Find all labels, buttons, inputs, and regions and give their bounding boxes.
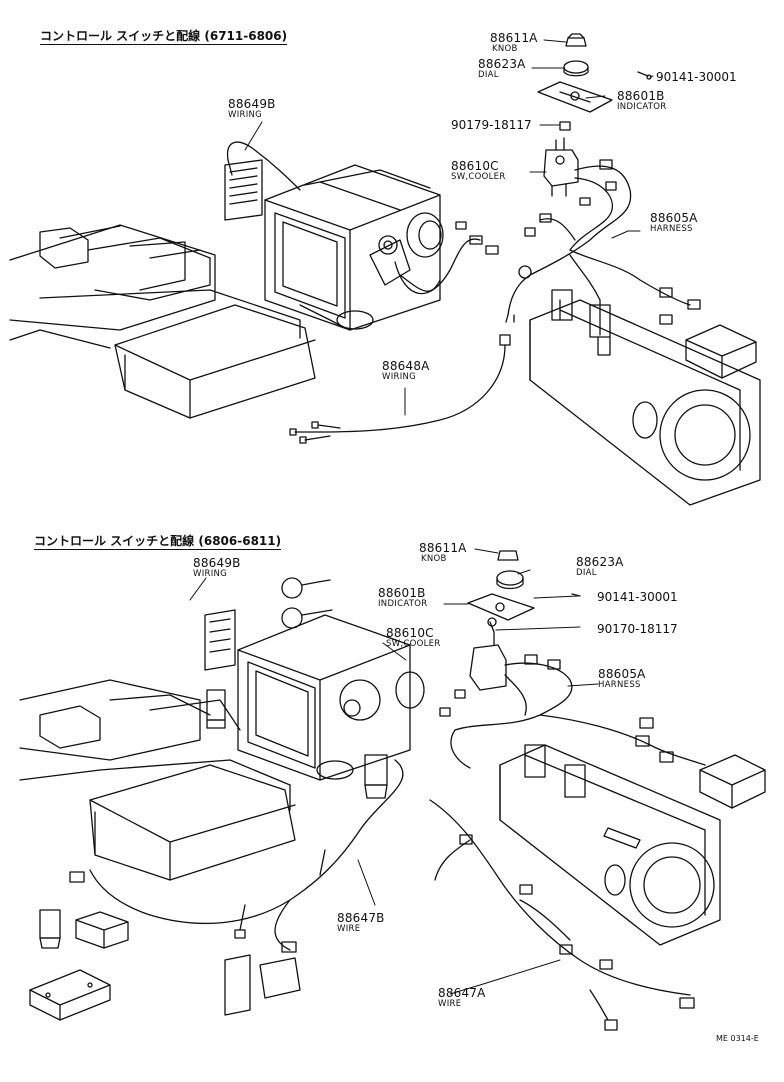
callout-clip-2: 90170-18117	[597, 622, 678, 636]
figure-code: ME 0314-E	[716, 1034, 759, 1043]
section-1-illustration	[9, 33, 761, 506]
part-number: 88610C	[386, 626, 434, 640]
small-relay-left-2	[206, 689, 226, 729]
part-desc: WIRE	[337, 924, 361, 934]
harness-2	[439, 654, 706, 769]
wiring-88649b-line	[226, 141, 301, 191]
part-desc: SW,COOLER	[451, 172, 506, 182]
part-number: 88648A	[382, 359, 430, 373]
part-number: 88601B	[617, 89, 665, 103]
screw-90141	[637, 71, 652, 80]
callout-indicator-2: 88601B INDICATOR	[378, 587, 428, 609]
indicator-88601b	[537, 81, 613, 113]
indicator-2	[467, 593, 535, 621]
part-desc: WIRING	[382, 372, 417, 382]
harness-88605a	[505, 159, 701, 325]
knob-2	[497, 550, 519, 561]
part-number: 88601B	[378, 586, 426, 600]
dial-2	[496, 570, 524, 590]
callout-indicator-1: 88601B INDICATOR	[617, 90, 667, 112]
part-number: 88623A	[478, 57, 526, 71]
part-number: 88611A	[490, 31, 538, 45]
callout-switch-2: 88610C SW,COOLER	[386, 627, 441, 649]
cooler-unit-1	[224, 159, 444, 331]
part-number: 88605A	[598, 667, 646, 681]
part-desc: WIRING	[228, 110, 263, 120]
dashboard-body-2	[19, 679, 296, 881]
part-number: 88647B	[337, 911, 385, 925]
part-number: 88611A	[419, 541, 467, 555]
switch-2	[469, 617, 507, 691]
callout-screw-1: 90141-30001	[656, 70, 737, 84]
cooler-unit-2	[204, 609, 425, 781]
callout-harness-2: 88605A HARNESS	[598, 668, 646, 690]
callout-harness-1: 88605A HARNESS	[650, 212, 698, 234]
part-number: 88610C	[451, 159, 499, 173]
wire-88647b-line	[89, 759, 404, 925]
relay-lower-left-2	[75, 911, 129, 949]
part-number: 88605A	[650, 211, 698, 225]
cabin-body-2	[499, 744, 721, 946]
callout-clip-1: 90179-18117	[451, 118, 532, 132]
part-desc: KNOB	[421, 554, 447, 564]
part-desc: KNOB	[492, 44, 518, 54]
callout-dial-1: 88623A DIAL	[478, 58, 526, 80]
callout-wiring-b-2: 88649B WIRING	[193, 557, 241, 579]
callout-knob-1: 88611A KNOB	[490, 32, 538, 54]
part-desc: HARNESS	[650, 224, 693, 234]
dial-88623a	[563, 60, 589, 77]
part-desc: HARNESS	[598, 680, 641, 690]
section-2-illustration	[19, 548, 766, 1031]
part-desc: WIRE	[438, 999, 462, 1009]
dashboard-body-1	[9, 224, 316, 419]
switch-88610c	[543, 137, 579, 197]
bracket-lower-mid-2	[224, 954, 301, 1016]
callout-screw-2: 90141-30001	[597, 590, 678, 604]
part-desc: WIRING	[193, 569, 228, 579]
part-number: 88623A	[576, 555, 624, 569]
part-number: 88649B	[193, 556, 241, 570]
knob-88611a	[565, 33, 587, 47]
part-desc: SW,COOLER	[386, 639, 441, 649]
callout-knob-2: 88611A KNOB	[419, 542, 467, 564]
valves-lower-2	[364, 754, 388, 799]
callout-dial-2: 88623A DIAL	[576, 556, 624, 578]
cabin-body-1	[529, 289, 761, 506]
callout-wire-b-2: 88647B WIRE	[337, 912, 385, 934]
callout-wire-a-2: 88647A WIRE	[438, 987, 486, 1009]
part-number: 88649B	[228, 97, 276, 111]
clip-90179	[559, 121, 571, 131]
valve-pair-2	[281, 577, 333, 629]
valve-lower-left-2	[39, 909, 61, 949]
callout-switch-1: 88610C SW,COOLER	[451, 160, 506, 182]
section-2-title: コントロール スイッチと配線 (6806-6811)	[34, 534, 282, 550]
part-desc: DIAL	[478, 70, 499, 80]
part-number: 88647A	[438, 986, 486, 1000]
section-1-title: コントロール スイッチと配線 (6711-6806)	[40, 29, 288, 45]
wiring-88648a-line	[319, 344, 506, 433]
wire-88647a-line	[429, 799, 691, 996]
part-desc: DIAL	[576, 568, 597, 578]
callout-wiring-a-1: 88648A WIRING	[382, 360, 430, 382]
relay-box-2	[699, 754, 766, 809]
relay-box-1	[685, 324, 757, 379]
screw-2	[571, 593, 581, 597]
bracket-lower-left-2	[29, 969, 111, 1021]
part-desc: INDICATOR	[617, 102, 667, 112]
callout-wiring-b-1: 88649B WIRING	[228, 98, 276, 120]
part-desc: INDICATOR	[378, 599, 428, 609]
